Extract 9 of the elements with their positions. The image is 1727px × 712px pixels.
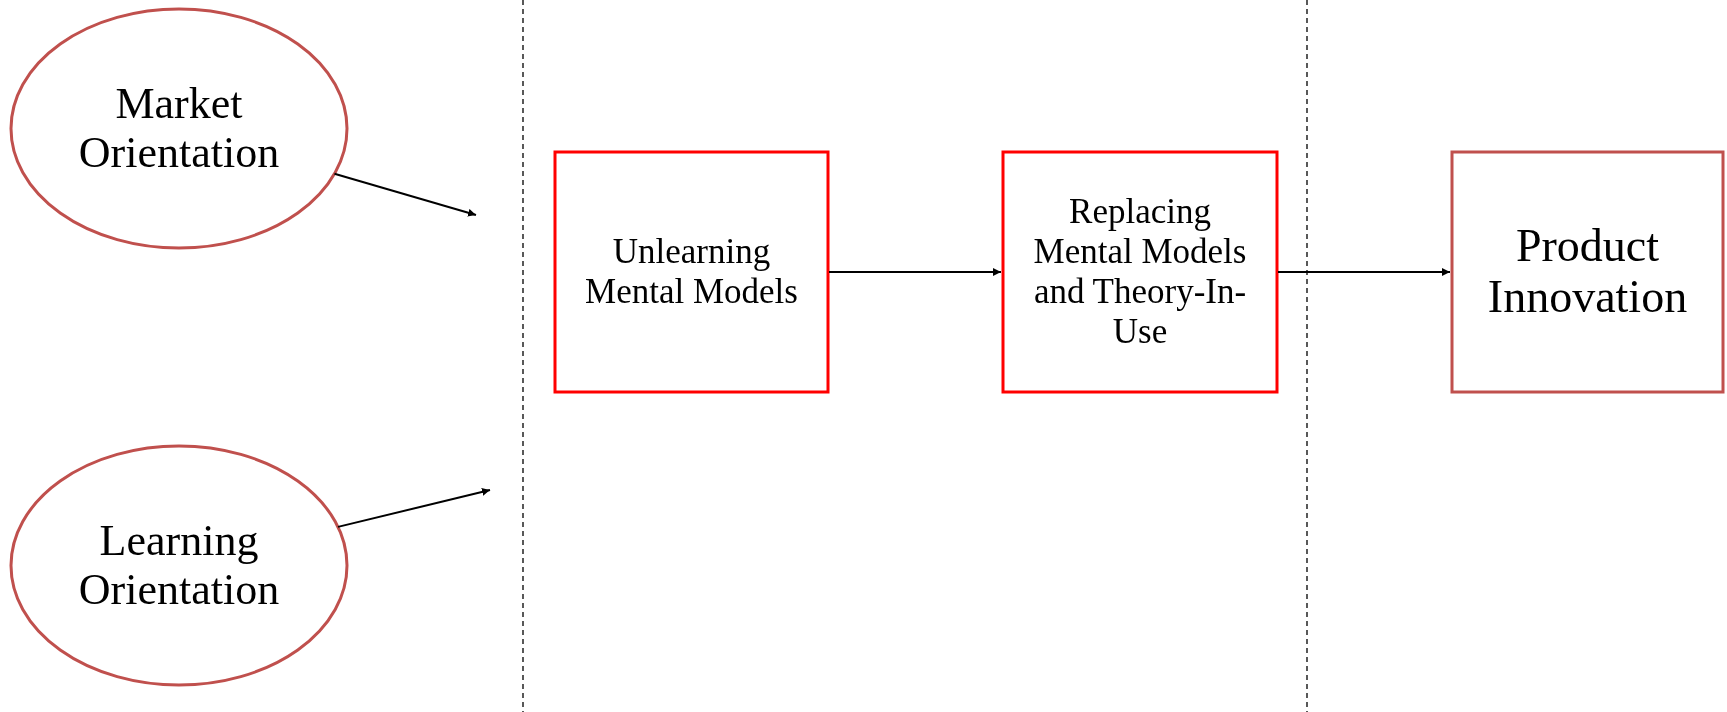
node-label: Unlearning Mental Models (584, 231, 799, 313)
arrow (333, 172, 477, 217)
node-label: Learning Orientation (77, 517, 281, 614)
arrow (1277, 268, 1451, 276)
node-label: Replacing Mental Models and Theory-In-Use (1032, 191, 1248, 353)
arrow (828, 268, 1002, 276)
node-label: Product Innovation (1486, 221, 1689, 323)
arrow (337, 488, 491, 528)
node-label: Market Orientation (77, 80, 281, 177)
